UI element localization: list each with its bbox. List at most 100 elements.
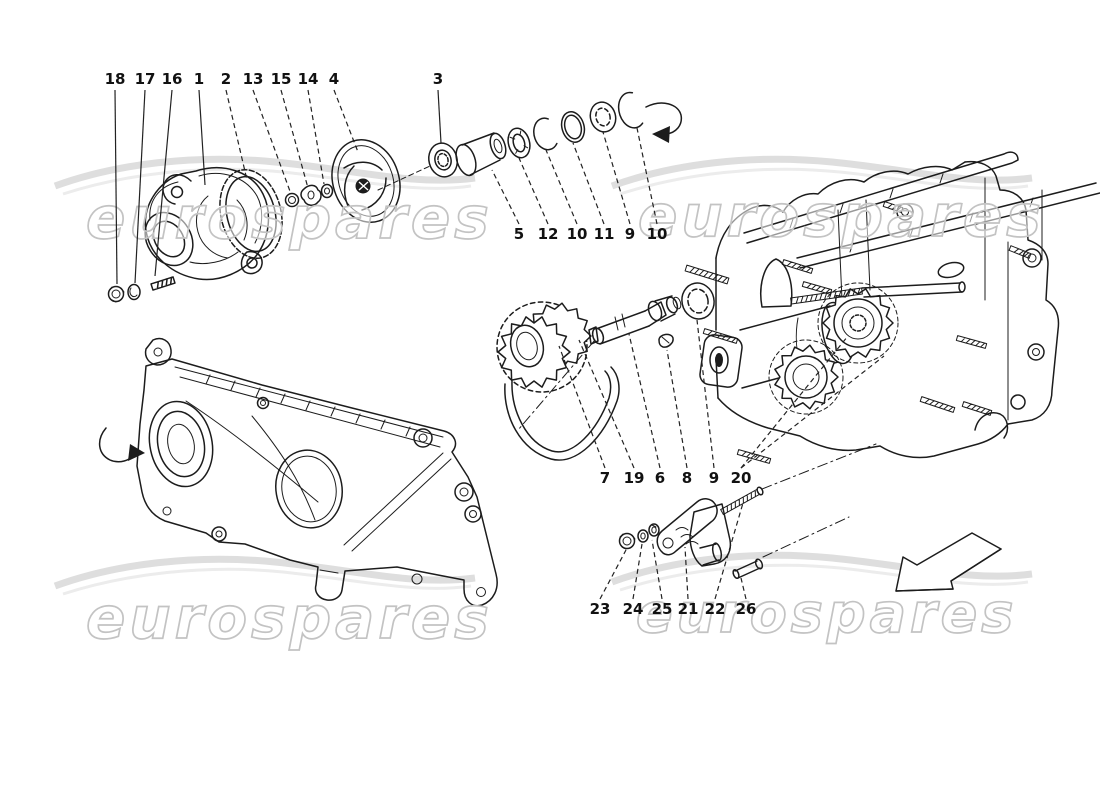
part-number-label: 7 xyxy=(600,469,610,487)
part-number-label: 20 xyxy=(731,469,752,487)
center-opening xyxy=(275,449,343,529)
stud xyxy=(684,264,730,285)
detail xyxy=(195,195,248,259)
watermark-text: eurospares xyxy=(86,584,493,652)
leader-line xyxy=(491,169,520,225)
inlet-neck-rim xyxy=(144,211,194,267)
impeller-vane xyxy=(343,165,355,207)
long-stud-shank xyxy=(861,282,963,298)
pump-gasket xyxy=(219,168,283,260)
part-number-label: 23 xyxy=(590,600,611,618)
axis-line xyxy=(377,165,431,191)
cover-install-arrow xyxy=(98,427,145,463)
part-number-label: 24 xyxy=(623,600,644,618)
arch-opening xyxy=(760,258,793,308)
part-number-label: 12 xyxy=(538,225,559,243)
part-number-label: 8 xyxy=(682,469,692,487)
nut-23 xyxy=(618,532,636,550)
rail-hatch xyxy=(789,173,944,229)
sprocket-bore xyxy=(509,324,545,368)
leader-line xyxy=(578,339,635,469)
leader-line xyxy=(572,142,605,225)
nut-18 xyxy=(107,285,125,303)
arm-boss xyxy=(413,428,433,448)
pin-26 xyxy=(732,558,764,580)
block-bottom-contour xyxy=(717,397,1009,459)
block-right-contour xyxy=(964,160,1060,425)
water-pump-housing xyxy=(144,167,270,281)
part-number-label: 21 xyxy=(678,600,699,618)
part-number-label: 25 xyxy=(652,600,673,618)
shaft-seal-9 xyxy=(681,282,715,320)
long-stud-tip xyxy=(958,281,966,293)
leader-line xyxy=(651,539,663,600)
part-number-label: 14 xyxy=(298,70,319,88)
stud xyxy=(1008,245,1032,259)
ring-11 xyxy=(560,111,586,143)
part-number-label: 10 xyxy=(647,225,668,243)
spring-washer-25 xyxy=(648,523,660,537)
mounting-ear xyxy=(162,174,192,205)
leader-line xyxy=(696,319,715,469)
leader-line xyxy=(252,89,292,195)
part-number-label: 1 xyxy=(194,70,204,88)
part-number-label: 16 xyxy=(162,70,183,88)
diagonal-arm xyxy=(343,452,452,552)
part-number-label: 26 xyxy=(736,600,757,618)
part-number-label: 18 xyxy=(105,70,126,88)
circlip-10b xyxy=(617,91,644,129)
leader-line xyxy=(740,577,747,600)
ear-hole xyxy=(170,185,184,199)
part-number-label: 19 xyxy=(624,469,645,487)
drive-sprockets xyxy=(768,282,899,415)
bolt-16 xyxy=(150,276,176,291)
impeller xyxy=(331,139,431,223)
leader-line xyxy=(518,157,549,225)
washer-24 xyxy=(637,529,649,543)
leader-line xyxy=(437,89,442,144)
leader-line xyxy=(225,89,248,181)
impeller-vane xyxy=(361,177,387,211)
leader-line xyxy=(545,149,578,225)
bearing-9 xyxy=(589,101,617,133)
oval-opening xyxy=(937,261,965,279)
stud xyxy=(955,335,988,349)
watermark-text: eurospares xyxy=(86,184,493,252)
tab-detail xyxy=(319,569,339,574)
brace xyxy=(185,400,319,521)
leader-line xyxy=(602,131,631,225)
front-sprocket xyxy=(497,316,571,388)
washer-14 xyxy=(320,183,334,199)
chain-loop-outer xyxy=(504,366,620,461)
watermark-text: eurospares xyxy=(638,182,1045,250)
seal-stack xyxy=(455,91,683,177)
part-number-label: 6 xyxy=(655,469,665,487)
water-pump-assembly xyxy=(107,139,458,303)
direction-arrow xyxy=(895,532,1002,592)
cam-rail-upper xyxy=(743,151,1019,244)
leader-line xyxy=(740,335,849,469)
stud-22 xyxy=(720,489,760,515)
top-rail xyxy=(174,366,444,448)
stud-22-tip xyxy=(756,486,764,496)
seal-12 xyxy=(507,127,531,159)
circlip-10a xyxy=(533,117,558,151)
plug-8 xyxy=(658,333,674,348)
block-top-contour xyxy=(715,161,966,259)
part-number-label: 5 xyxy=(514,225,524,243)
bearing-3 xyxy=(428,142,458,178)
rail-hatch xyxy=(205,374,411,437)
leader-line xyxy=(114,89,118,285)
gasket-outer xyxy=(219,168,283,260)
part-number-label: 11 xyxy=(594,225,615,243)
block-ribs xyxy=(837,177,1043,421)
washer-17 xyxy=(127,283,141,301)
leader-line xyxy=(558,345,606,469)
chain-sprocket-group xyxy=(496,301,620,461)
pump-shaft xyxy=(588,295,682,345)
cover-ear xyxy=(144,337,172,366)
install-direction-arrow xyxy=(645,102,683,143)
